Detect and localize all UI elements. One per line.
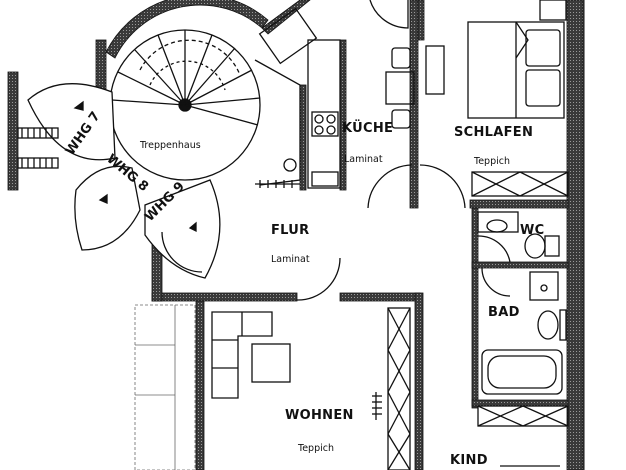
toilet (477, 211, 560, 263)
label-kueche: KÜCHE (342, 120, 393, 136)
door-whg-7 (27, 83, 116, 161)
label-kind: KIND (450, 453, 488, 468)
label-flur-floor: Laminat (271, 254, 310, 265)
fixtures (17, 0, 585, 470)
radiator-wohnen (372, 392, 382, 420)
door-whg-9 (144, 179, 221, 279)
bath-cabinet (477, 405, 569, 427)
wardrobe-wohnen (387, 307, 411, 470)
bed (467, 21, 565, 119)
label-schlafen-floor: Teppich (473, 156, 510, 167)
label-wohnen: WOHNEN (285, 408, 354, 423)
label-schlafen: SCHLAFEN (454, 125, 533, 140)
label-flur: FLUR (271, 223, 309, 238)
bath-fixtures (481, 267, 567, 395)
label-treppenhaus: Treppenhaus (139, 140, 201, 151)
label-wc: WC (520, 223, 544, 238)
radiator-flur (255, 180, 300, 188)
wardrobe-schlafen (471, 171, 569, 197)
radiator-left (17, 127, 59, 169)
door-whg-8 (74, 165, 141, 251)
label-wohnen-floor: Teppich (297, 443, 334, 454)
kitchen-table (385, 45, 445, 129)
label-bad: BAD (488, 305, 520, 320)
kitchen-counter (258, 7, 341, 189)
balcony (134, 304, 196, 470)
label-kueche-floor: Laminat (344, 154, 383, 165)
wohnen-sofa (211, 311, 291, 399)
